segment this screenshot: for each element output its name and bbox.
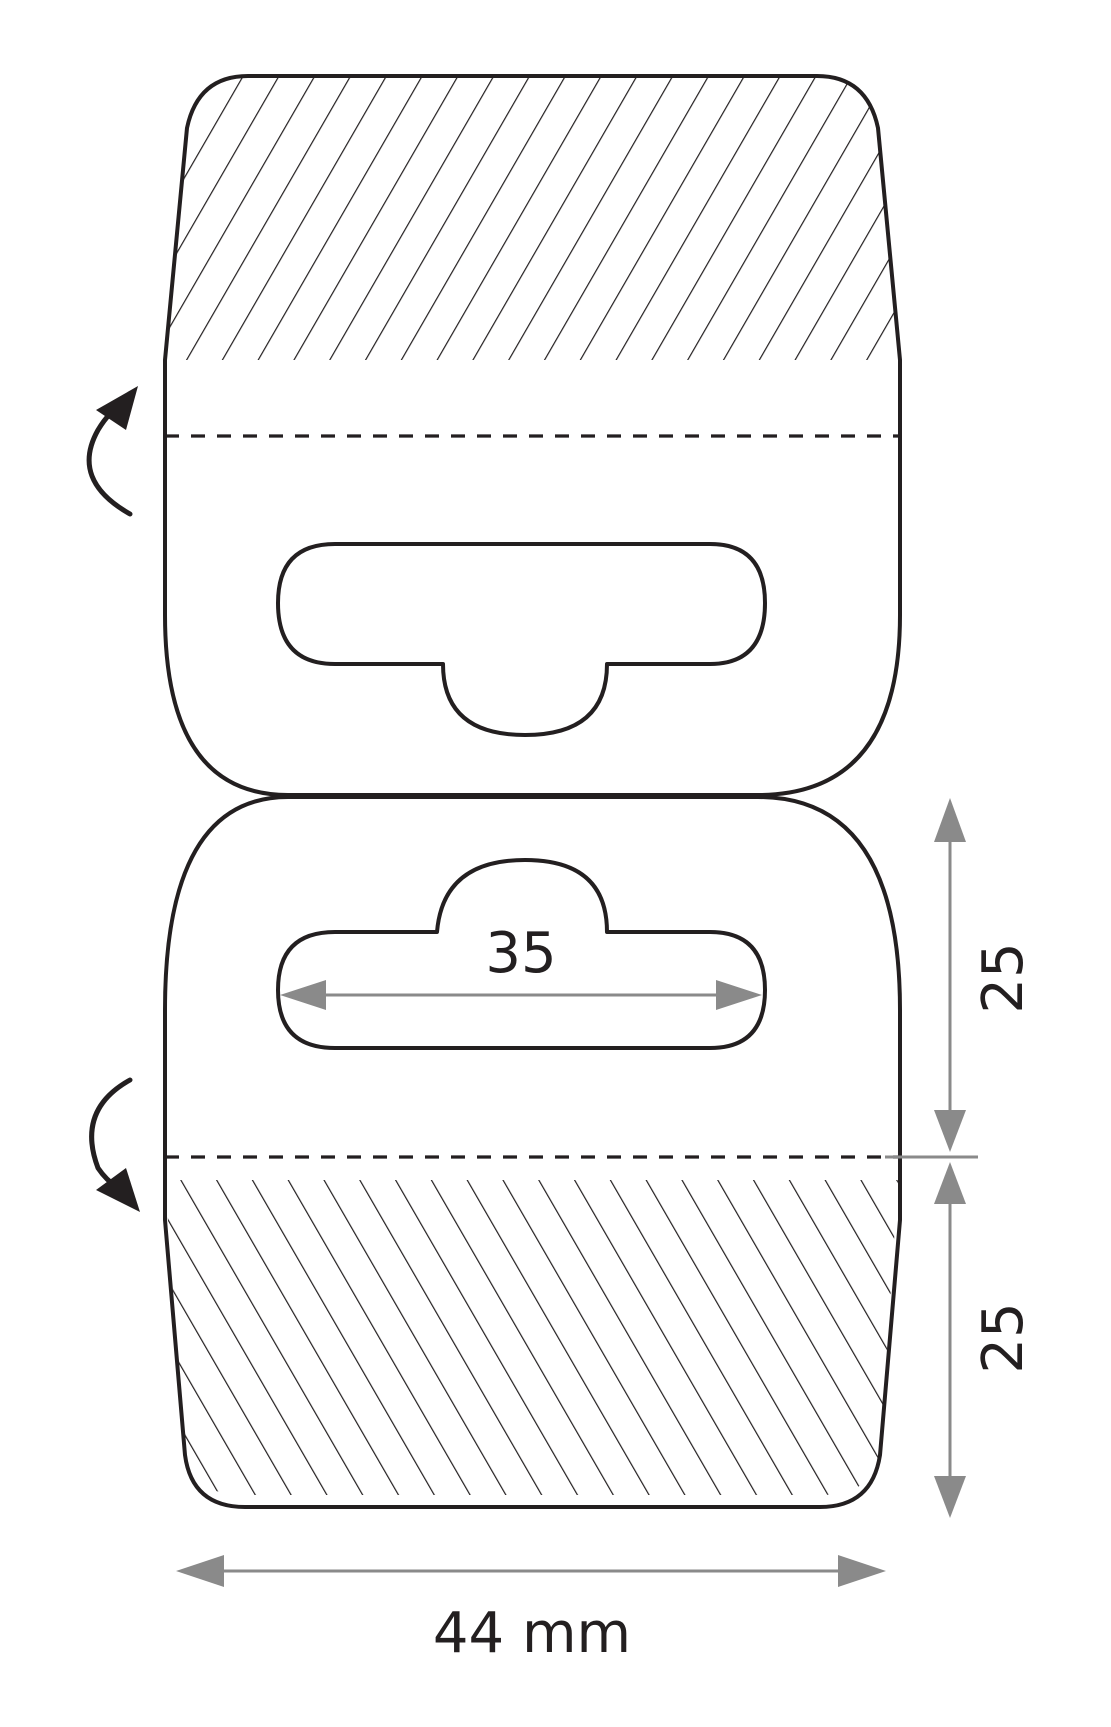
lower-tab-outline [163, 795, 902, 1509]
total-width-dimension [176, 1555, 886, 1587]
upper-hang-slot [276, 542, 767, 737]
lower-hang-slot [276, 858, 767, 1050]
curved-arrow-down-icon [89, 1077, 140, 1212]
slot-width-label: 35 [485, 921, 556, 986]
slot-width-dimension [280, 980, 762, 1010]
upper-height-label: 25 [971, 942, 1036, 1013]
lower-adhesive-hatch [165, 1180, 898, 1495]
curved-arrow-up-icon [86, 386, 138, 517]
lower-height-label: 25 [971, 1302, 1036, 1373]
upper-tab-outline [163, 74, 902, 797]
total-width-label: 44 mm [433, 1601, 631, 1666]
height-dimensions [885, 798, 978, 1518]
upper-adhesive-hatch [165, 76, 900, 360]
